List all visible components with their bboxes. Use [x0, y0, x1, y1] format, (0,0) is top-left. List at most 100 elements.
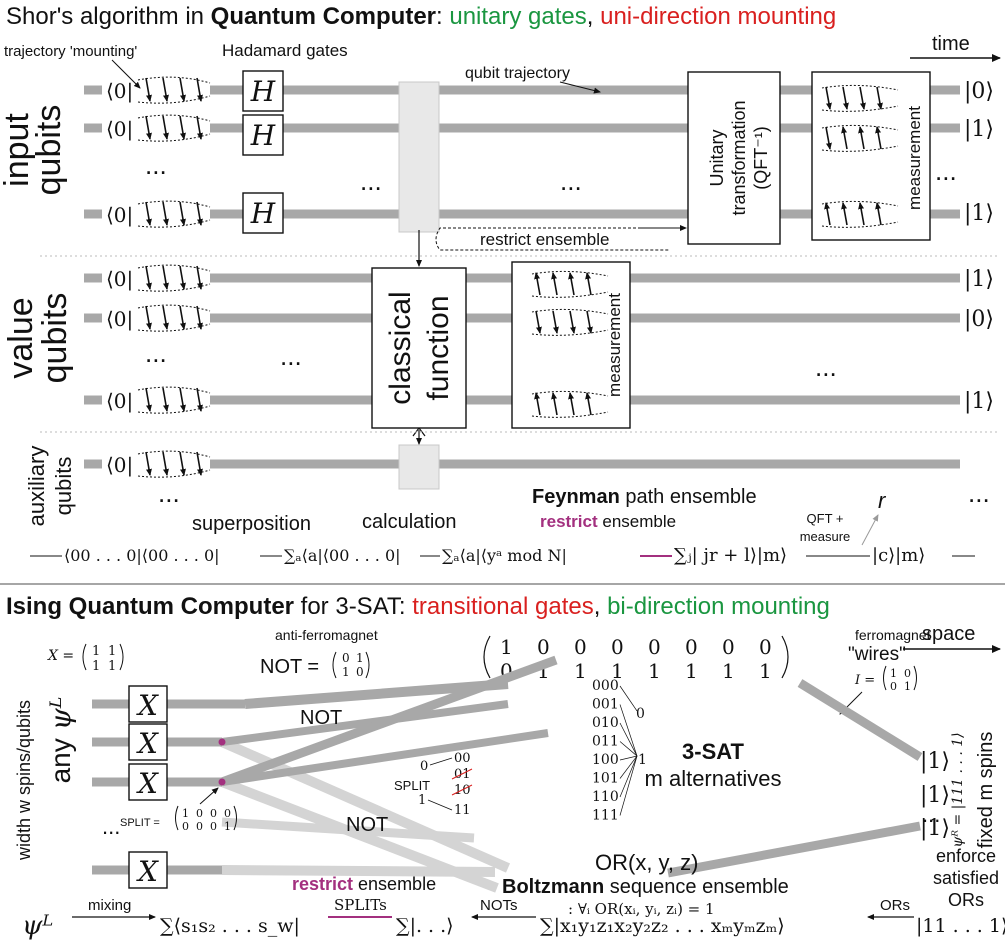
mounting-curve: [137, 469, 211, 478]
matrix-entry: 1: [648, 659, 661, 683]
x-gates: X X X X: [128, 685, 168, 889]
spin-arrow: [179, 265, 186, 290]
spin-arrow: [841, 202, 848, 226]
spin-curve: [531, 411, 609, 418]
svg-text:input: input: [0, 113, 36, 187]
bra-zero: ⟨0|: [106, 389, 133, 414]
matrix-entry: 0: [611, 635, 624, 659]
mounting-curve: [137, 133, 211, 142]
svg-text:...: ...: [145, 150, 167, 180]
svg-text:1: 1: [356, 651, 364, 665]
svg-text:11: 11: [454, 803, 471, 818]
svg-text:NOTs: NOTs: [480, 897, 518, 914]
svg-text:∑ⱼ| jr + l⟩|m⟩: ∑ⱼ| jr + l⟩|m⟩: [674, 545, 787, 566]
time-label: time: [932, 33, 970, 55]
spin-arrow: [162, 387, 169, 412]
spin-arrow: [145, 305, 152, 330]
fan-line: [619, 755, 638, 761]
spin-arrow: [534, 272, 541, 296]
matrix-entry: 1: [574, 659, 587, 683]
enforce-label: satisfied: [933, 868, 999, 888]
bottom-formula: ψᴸ mixing ∑⟨s₁s₂ . . . s_w| SPLITs ∑|. .…: [22, 896, 1005, 941]
mounting-curve: [137, 200, 211, 208]
svg-text:...: ...: [560, 166, 582, 196]
svg-text:0: 0: [890, 680, 897, 693]
spin-arrow: [586, 310, 593, 334]
svg-text:SPLIT: SPLIT: [394, 778, 430, 793]
spin-arrow: [551, 272, 558, 296]
svg-text:|0⟩: |0⟩: [964, 79, 994, 104]
x-gate-label: X: [136, 689, 159, 722]
svg-text:...: ...: [145, 338, 167, 368]
fan-line: [619, 704, 638, 757]
svg-text:|1⟩: |1⟩: [920, 749, 950, 774]
svg-text:∑⟨s₁s₂ . . . s_w|: ∑⟨s₁s₂ . . . s_w|: [160, 915, 300, 937]
psi-r-label: ψᴿ = |111 . . . 1⟩: [950, 732, 966, 847]
svg-text:function: function: [422, 295, 455, 400]
width-label: width w spins/qubits: [14, 700, 34, 861]
measurement-spins: [531, 84, 899, 418]
svg-text:...: ...: [968, 478, 990, 508]
matrix-entry: 1: [685, 659, 698, 683]
svg-text:NOT =: NOT =: [260, 656, 319, 678]
svg-text:0: 0: [342, 651, 350, 665]
fan-line: [619, 722, 638, 757]
svg-text:mixing: mixing: [88, 897, 131, 914]
spin-arrow: [179, 387, 186, 412]
spin-arrow: [552, 310, 559, 334]
trajectory-pointer: [559, 81, 601, 94]
mounting-curve: [137, 386, 211, 394]
svg-text:SPLITs: SPLITs: [334, 896, 387, 914]
spin-arrow: [145, 115, 152, 140]
split-node: [218, 778, 226, 786]
space-label: space: [922, 623, 975, 645]
svg-text:∑ₐ⟨a|⟨yᵃ mod N|: ∑ₐ⟨a|⟨yᵃ mod N|: [442, 546, 567, 565]
svg-text:SPLIT =: SPLIT =: [120, 817, 160, 829]
fixed-spins-label: fixed m spins: [975, 732, 997, 849]
matrix-entry: 0: [537, 635, 550, 659]
bottom-title: Ising Quantum Computer for 3-SAT: transi…: [6, 593, 830, 620]
spin-curve: [821, 200, 899, 207]
qft-measure-label: QFT +: [807, 511, 844, 526]
svg-text:qubits: qubits: [51, 457, 76, 516]
spin-arrow: [569, 310, 576, 334]
restrict-ensemble-sub: restrict ensemble: [540, 512, 676, 531]
spin-arrow: [145, 265, 152, 290]
value-outputs: |1⟩ |0⟩ |1⟩: [964, 267, 994, 414]
spin-arrow: [535, 310, 542, 334]
trajectory-label: qubit trajectory: [465, 65, 570, 82]
x-gate-label: X: [136, 767, 159, 800]
svg-text:∑ₐ⟨a|⟨00 . . . 0|: ∑ₐ⟨a|⟨00 . . . 0|: [284, 546, 401, 565]
spin-arrow: [179, 451, 186, 476]
restrict-loop: [435, 227, 686, 251]
spin-arrow: [568, 392, 575, 416]
spin-arrow: [825, 86, 832, 110]
mounting-curve: [137, 264, 211, 272]
matrix-entry: 1: [759, 659, 772, 683]
ferromagnet-label: ferromagnet: [855, 627, 931, 643]
restrict-ensemble-label: restrict ensemble: [480, 230, 609, 249]
spin-arrow: [858, 126, 865, 150]
matrix-entry: 0: [685, 635, 698, 659]
group-labels: input qubits value qubits auxiliary qubi…: [0, 105, 76, 527]
spin-arrow: [179, 305, 186, 330]
qubit-wires: [84, 85, 960, 469]
hadamard-label: Hadamard gates: [222, 41, 348, 60]
svg-text:0: 0: [210, 807, 217, 820]
not-label: NOT: [300, 707, 342, 729]
svg-text:transformation: transformation: [729, 100, 749, 215]
x-gate-label: X: [136, 727, 159, 760]
svg-text:...: ...: [922, 802, 940, 827]
anti-ferromagnet-label: anti-ferromagnet: [275, 627, 378, 643]
bra-zero: ⟨0|: [106, 79, 133, 104]
spin-curve: [821, 84, 899, 91]
matrix-entry: 0: [648, 635, 661, 659]
spin-curve: [821, 105, 899, 112]
svg-text:1: 1: [904, 680, 911, 693]
top-title: Shor's algorithm in Quantum Computer: un…: [6, 3, 836, 30]
svg-text:value: value: [2, 297, 40, 378]
svg-text:classical: classical: [384, 291, 417, 404]
not-label: NOT: [346, 814, 388, 836]
spin-arrow: [859, 86, 866, 110]
